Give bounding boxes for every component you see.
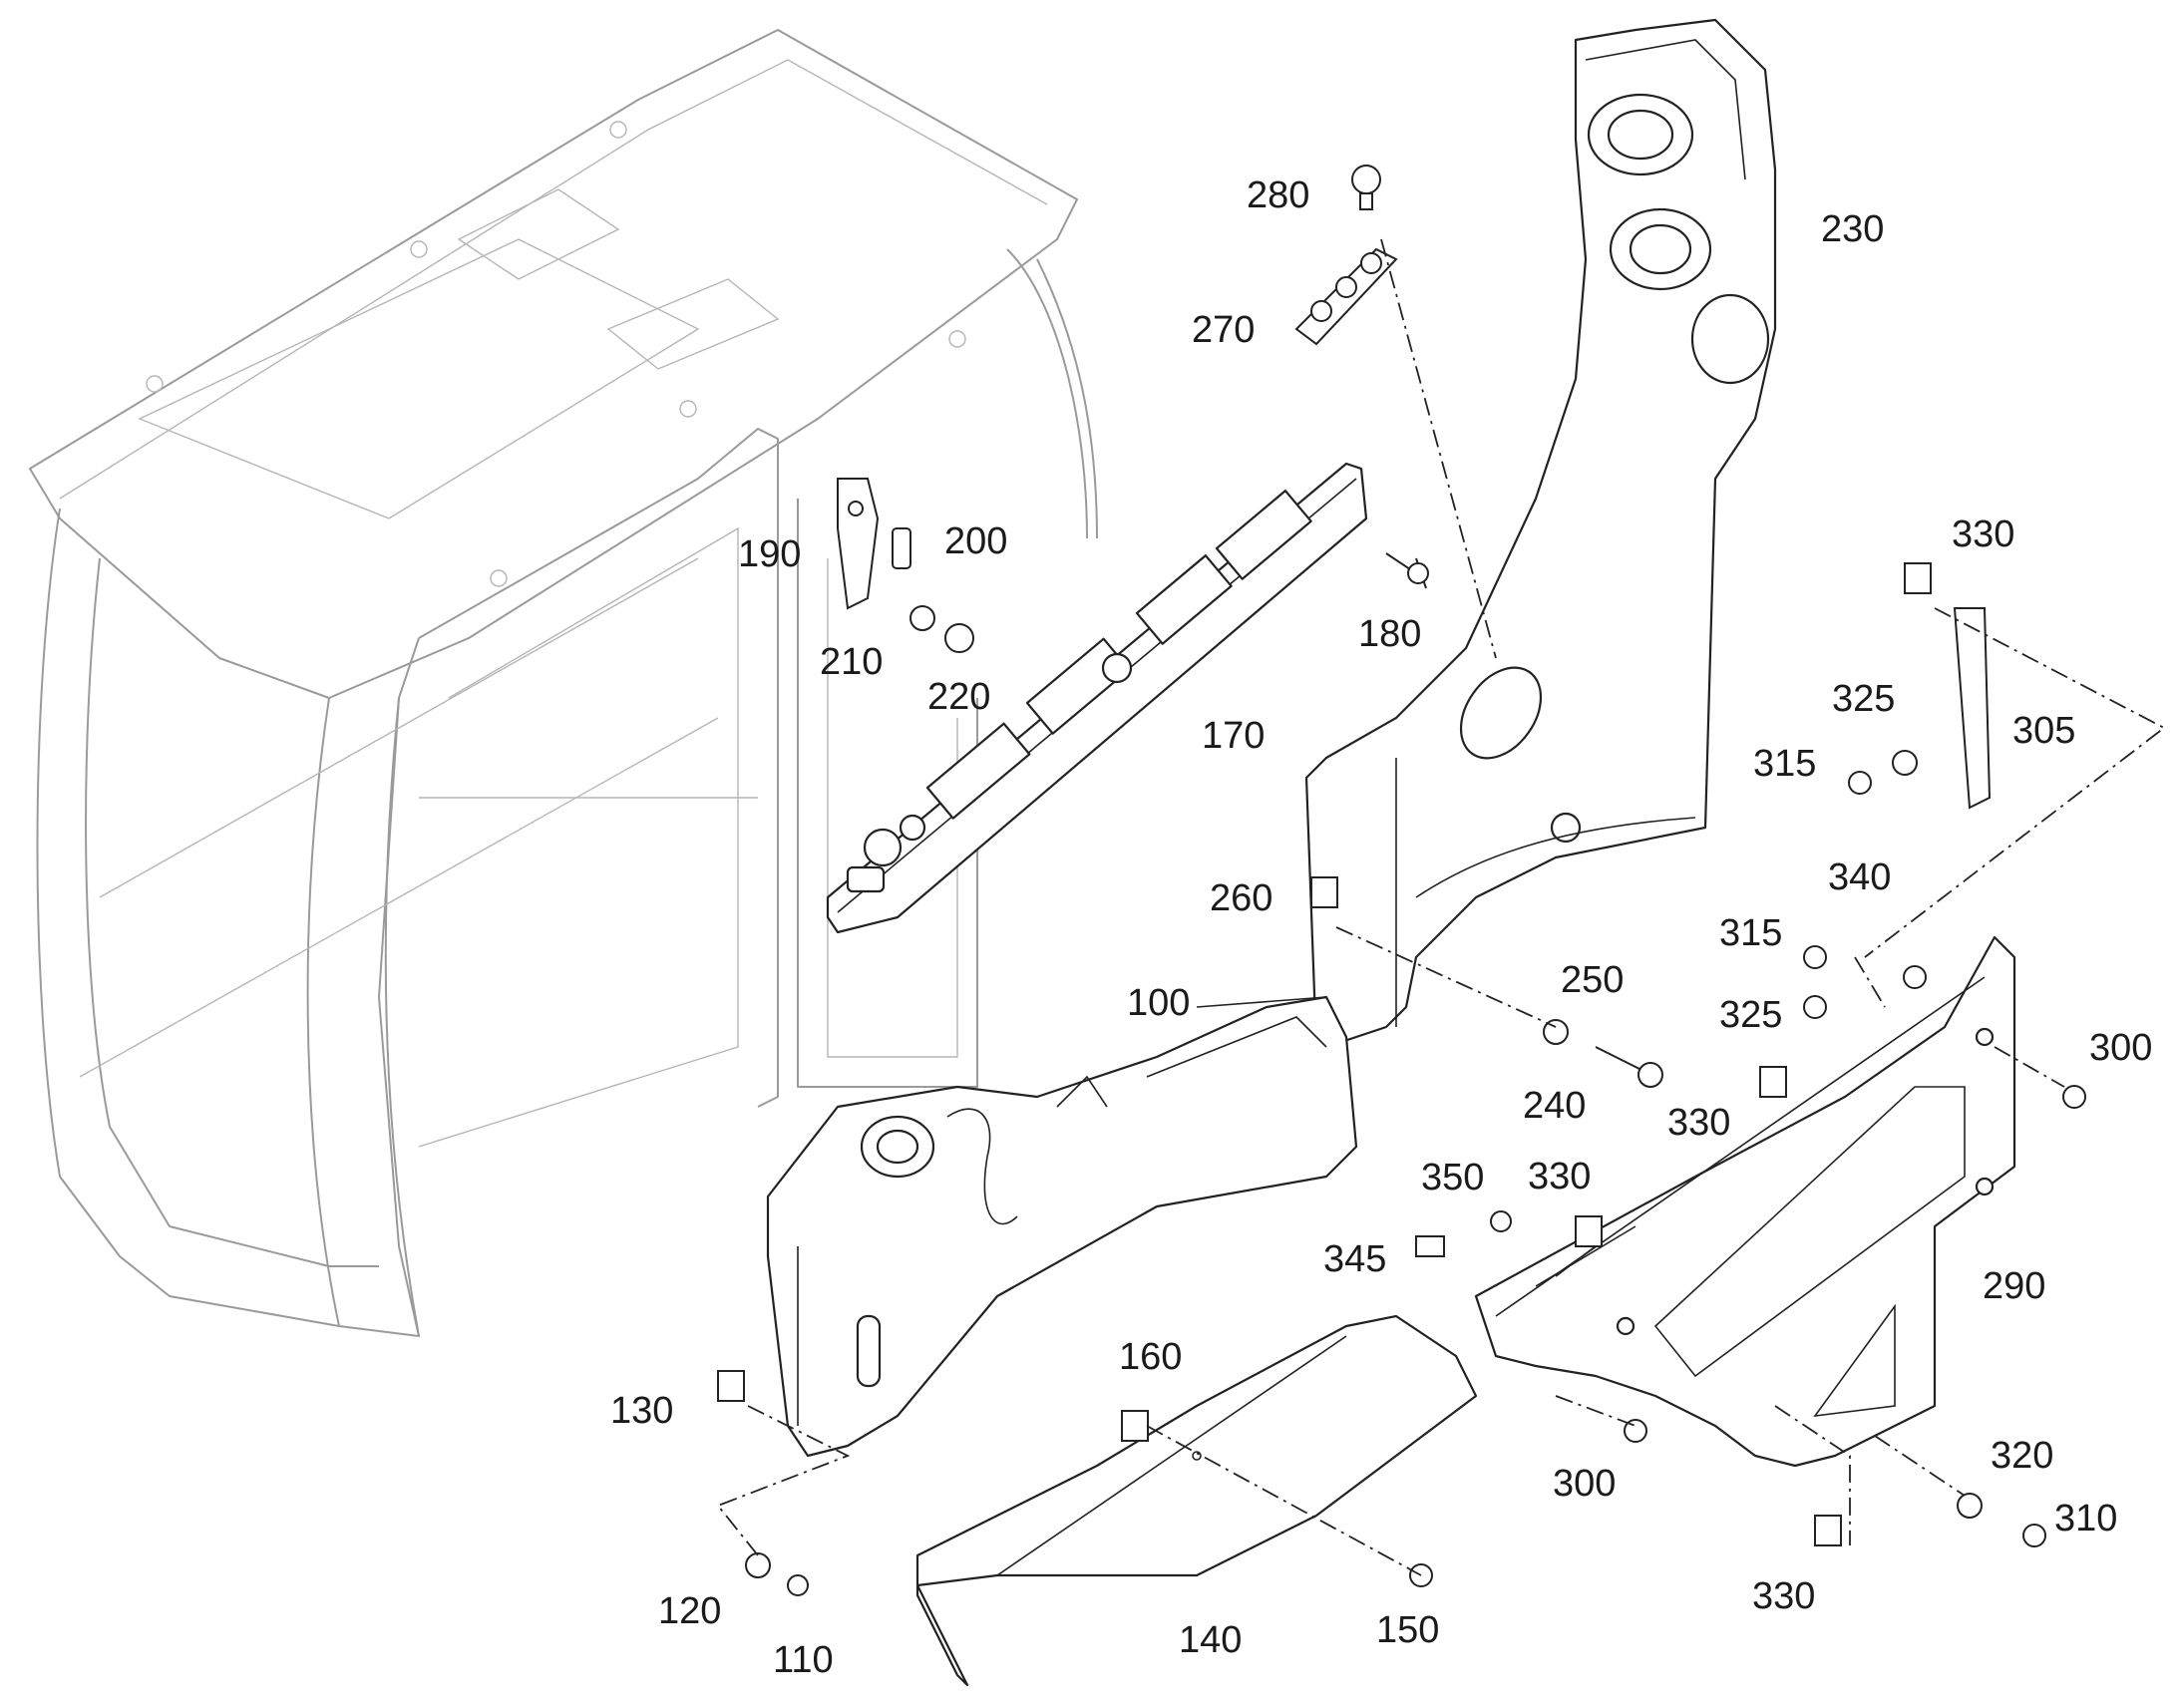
callout-290: 290 (1983, 1265, 2045, 1307)
hardware-group (717, 165, 2086, 1596)
part-220-nut (944, 623, 974, 653)
callout-260: 260 (1210, 877, 1272, 919)
callout-310: 310 (2054, 1498, 2117, 1539)
part-300-screw-right (2062, 1085, 2086, 1109)
part-170-overhead-console (826, 462, 1368, 934)
part-330-clip-left (1575, 1215, 1603, 1247)
callout-305: 305 (2012, 710, 2075, 752)
callout-300-bottom: 300 (1553, 1463, 1616, 1505)
part-120-washer (745, 1552, 771, 1578)
callout-325-upper: 325 (1832, 678, 1895, 720)
callout-150: 150 (1376, 1609, 1439, 1651)
callout-250: 250 (1561, 959, 1624, 1001)
callout-315-mid: 315 (1719, 912, 1782, 954)
callout-200: 200 (944, 520, 1007, 562)
part-350-screw (1490, 1210, 1512, 1232)
part-160-clip (1121, 1410, 1149, 1442)
callout-330-mid: 330 (1667, 1102, 1730, 1144)
callout-180: 180 (1358, 613, 1421, 655)
part-130-clip (717, 1370, 745, 1402)
part-330-clip-bottom (1814, 1515, 1842, 1546)
callout-110: 110 (773, 1639, 834, 1681)
part-315-screw-mid (1803, 945, 1827, 969)
callout-130: 130 (610, 1390, 673, 1432)
callout-140: 140 (1179, 1619, 1242, 1661)
leader-lines (716, 238, 2166, 1576)
callout-270: 270 (1192, 309, 1255, 351)
part-140-lower-trim-panel (915, 1314, 1478, 1687)
part-325-washer-upper (1892, 750, 1918, 776)
part-320-washer (1957, 1493, 1983, 1519)
callout-350: 350 (1421, 1157, 1484, 1198)
part-230-pillar-trim (1304, 18, 1777, 1049)
part-300-screw-bottom (1624, 1419, 1647, 1443)
part-250-bolt (1595, 1046, 1646, 1073)
callout-280: 280 (1247, 174, 1309, 216)
part-100-side-console (766, 995, 1358, 1458)
part-310-bolt (2022, 1524, 2046, 1547)
part-315-screw-upper (1848, 771, 1872, 795)
part-110-screw (787, 1574, 809, 1596)
callout-230: 230 (1821, 208, 1884, 250)
callout-210: 210 (820, 641, 883, 683)
part-200-stud (892, 527, 911, 569)
callout-300-right: 300 (2089, 1027, 2152, 1069)
callout-240: 240 (1523, 1085, 1586, 1127)
part-240-washer (1543, 1019, 1569, 1045)
callout-190: 190 (738, 533, 801, 575)
callout-330-bottom: 330 (1752, 1575, 1815, 1617)
callout-340: 340 (1828, 856, 1891, 898)
callout-160: 160 (1119, 1336, 1182, 1378)
callout-120: 120 (658, 1590, 721, 1632)
part-260-clip (1310, 876, 1338, 908)
callout-325-mid: 325 (1719, 994, 1782, 1036)
callout-330-upper: 330 (1952, 513, 2014, 555)
callout-220: 220 (927, 676, 990, 718)
part-330-clip-upper (1904, 562, 1932, 594)
callout-315-upper: 315 (1753, 743, 1816, 785)
part-345-clip (1415, 1235, 1445, 1257)
part-330-clip-mid (1759, 1066, 1787, 1098)
part-325-washer-mid (1803, 995, 1827, 1019)
callout-labels: 100 110 120 130 140 150 160 170 180 190 … (610, 174, 2152, 1681)
callout-170: 170 (1202, 715, 1265, 757)
callout-345: 345 (1323, 1238, 1386, 1280)
part-190-bracket (837, 478, 880, 610)
callout-320: 320 (1991, 1435, 2053, 1477)
callout-330-left: 330 (1528, 1156, 1591, 1197)
part-340-screw (1903, 965, 1927, 989)
part-210-washer (909, 605, 935, 631)
cab-frame (29, 29, 1098, 1337)
part-305-bracket (1953, 607, 1992, 810)
callout-100: 100 (1127, 982, 1190, 1024)
part-280-screw (1351, 165, 1381, 194)
